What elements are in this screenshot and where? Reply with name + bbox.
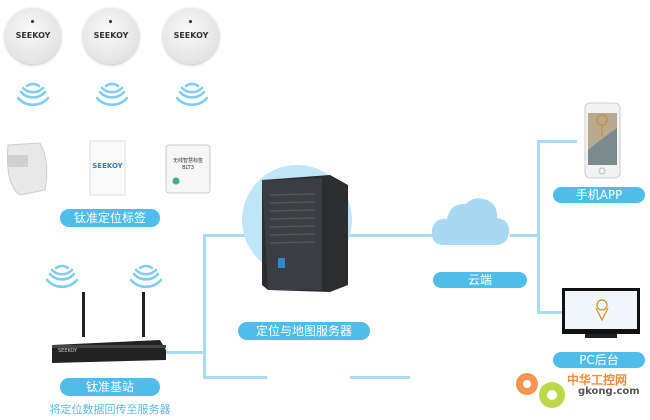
- connector-line: [510, 234, 538, 237]
- connector-line: [350, 376, 410, 379]
- card-tag: [89, 140, 126, 196]
- wifi-wave-icon: [45, 264, 79, 289]
- connector-line: [203, 234, 248, 237]
- base-station-subtitle: 将定位数据回传至服务器: [49, 403, 171, 416]
- card-brand: SEEKOY: [92, 162, 123, 170]
- wifi-wave-icon: [175, 82, 209, 107]
- bracelet-tag: [7, 142, 48, 196]
- connector-line: [345, 234, 433, 237]
- connector-line: [537, 140, 540, 314]
- base-station-label: 钛准基站: [60, 378, 160, 396]
- tags-label: 钛准定位标签: [60, 209, 160, 227]
- tag-brand: SEEKOY: [93, 31, 129, 40]
- gear-icon: [516, 373, 565, 408]
- connector-line: [537, 311, 577, 314]
- connector-line: [203, 234, 206, 379]
- server-label: 定位与地图服务器: [238, 322, 370, 340]
- tag-brand: SEEKOY: [173, 31, 209, 40]
- cloud-icon: [431, 198, 510, 245]
- phone-icon: [584, 102, 621, 179]
- watermark-cn: 中华工控网: [567, 373, 628, 387]
- connector-line: [537, 140, 577, 143]
- pc-label: PC后台: [553, 352, 645, 368]
- router-brand: SEEKOY: [58, 348, 78, 354]
- connector-line: [166, 351, 204, 354]
- wifi-wave-icon: [129, 264, 163, 289]
- round-tag: SEEKOY: [5, 8, 61, 64]
- wifi-wave-icon: [16, 82, 50, 107]
- round-tag: SEEKOY: [83, 8, 139, 64]
- wifi-wave-icon: [95, 82, 129, 107]
- base-station-icon: [52, 292, 166, 363]
- tag-brand: SEEKOY: [15, 31, 51, 40]
- server-icon: [262, 175, 348, 292]
- round-tag: SEEKOY: [163, 8, 219, 64]
- monitor-icon: [562, 288, 640, 338]
- watermark-url: gkong.com: [578, 386, 640, 397]
- box-tag-model: BLT3: [182, 165, 194, 171]
- box-tag-text: 无线智慧标签: [172, 158, 203, 164]
- connector-line: [203, 376, 267, 379]
- cloud-label: 云端: [433, 272, 527, 288]
- mobile-app-label: 手机APP: [553, 187, 645, 203]
